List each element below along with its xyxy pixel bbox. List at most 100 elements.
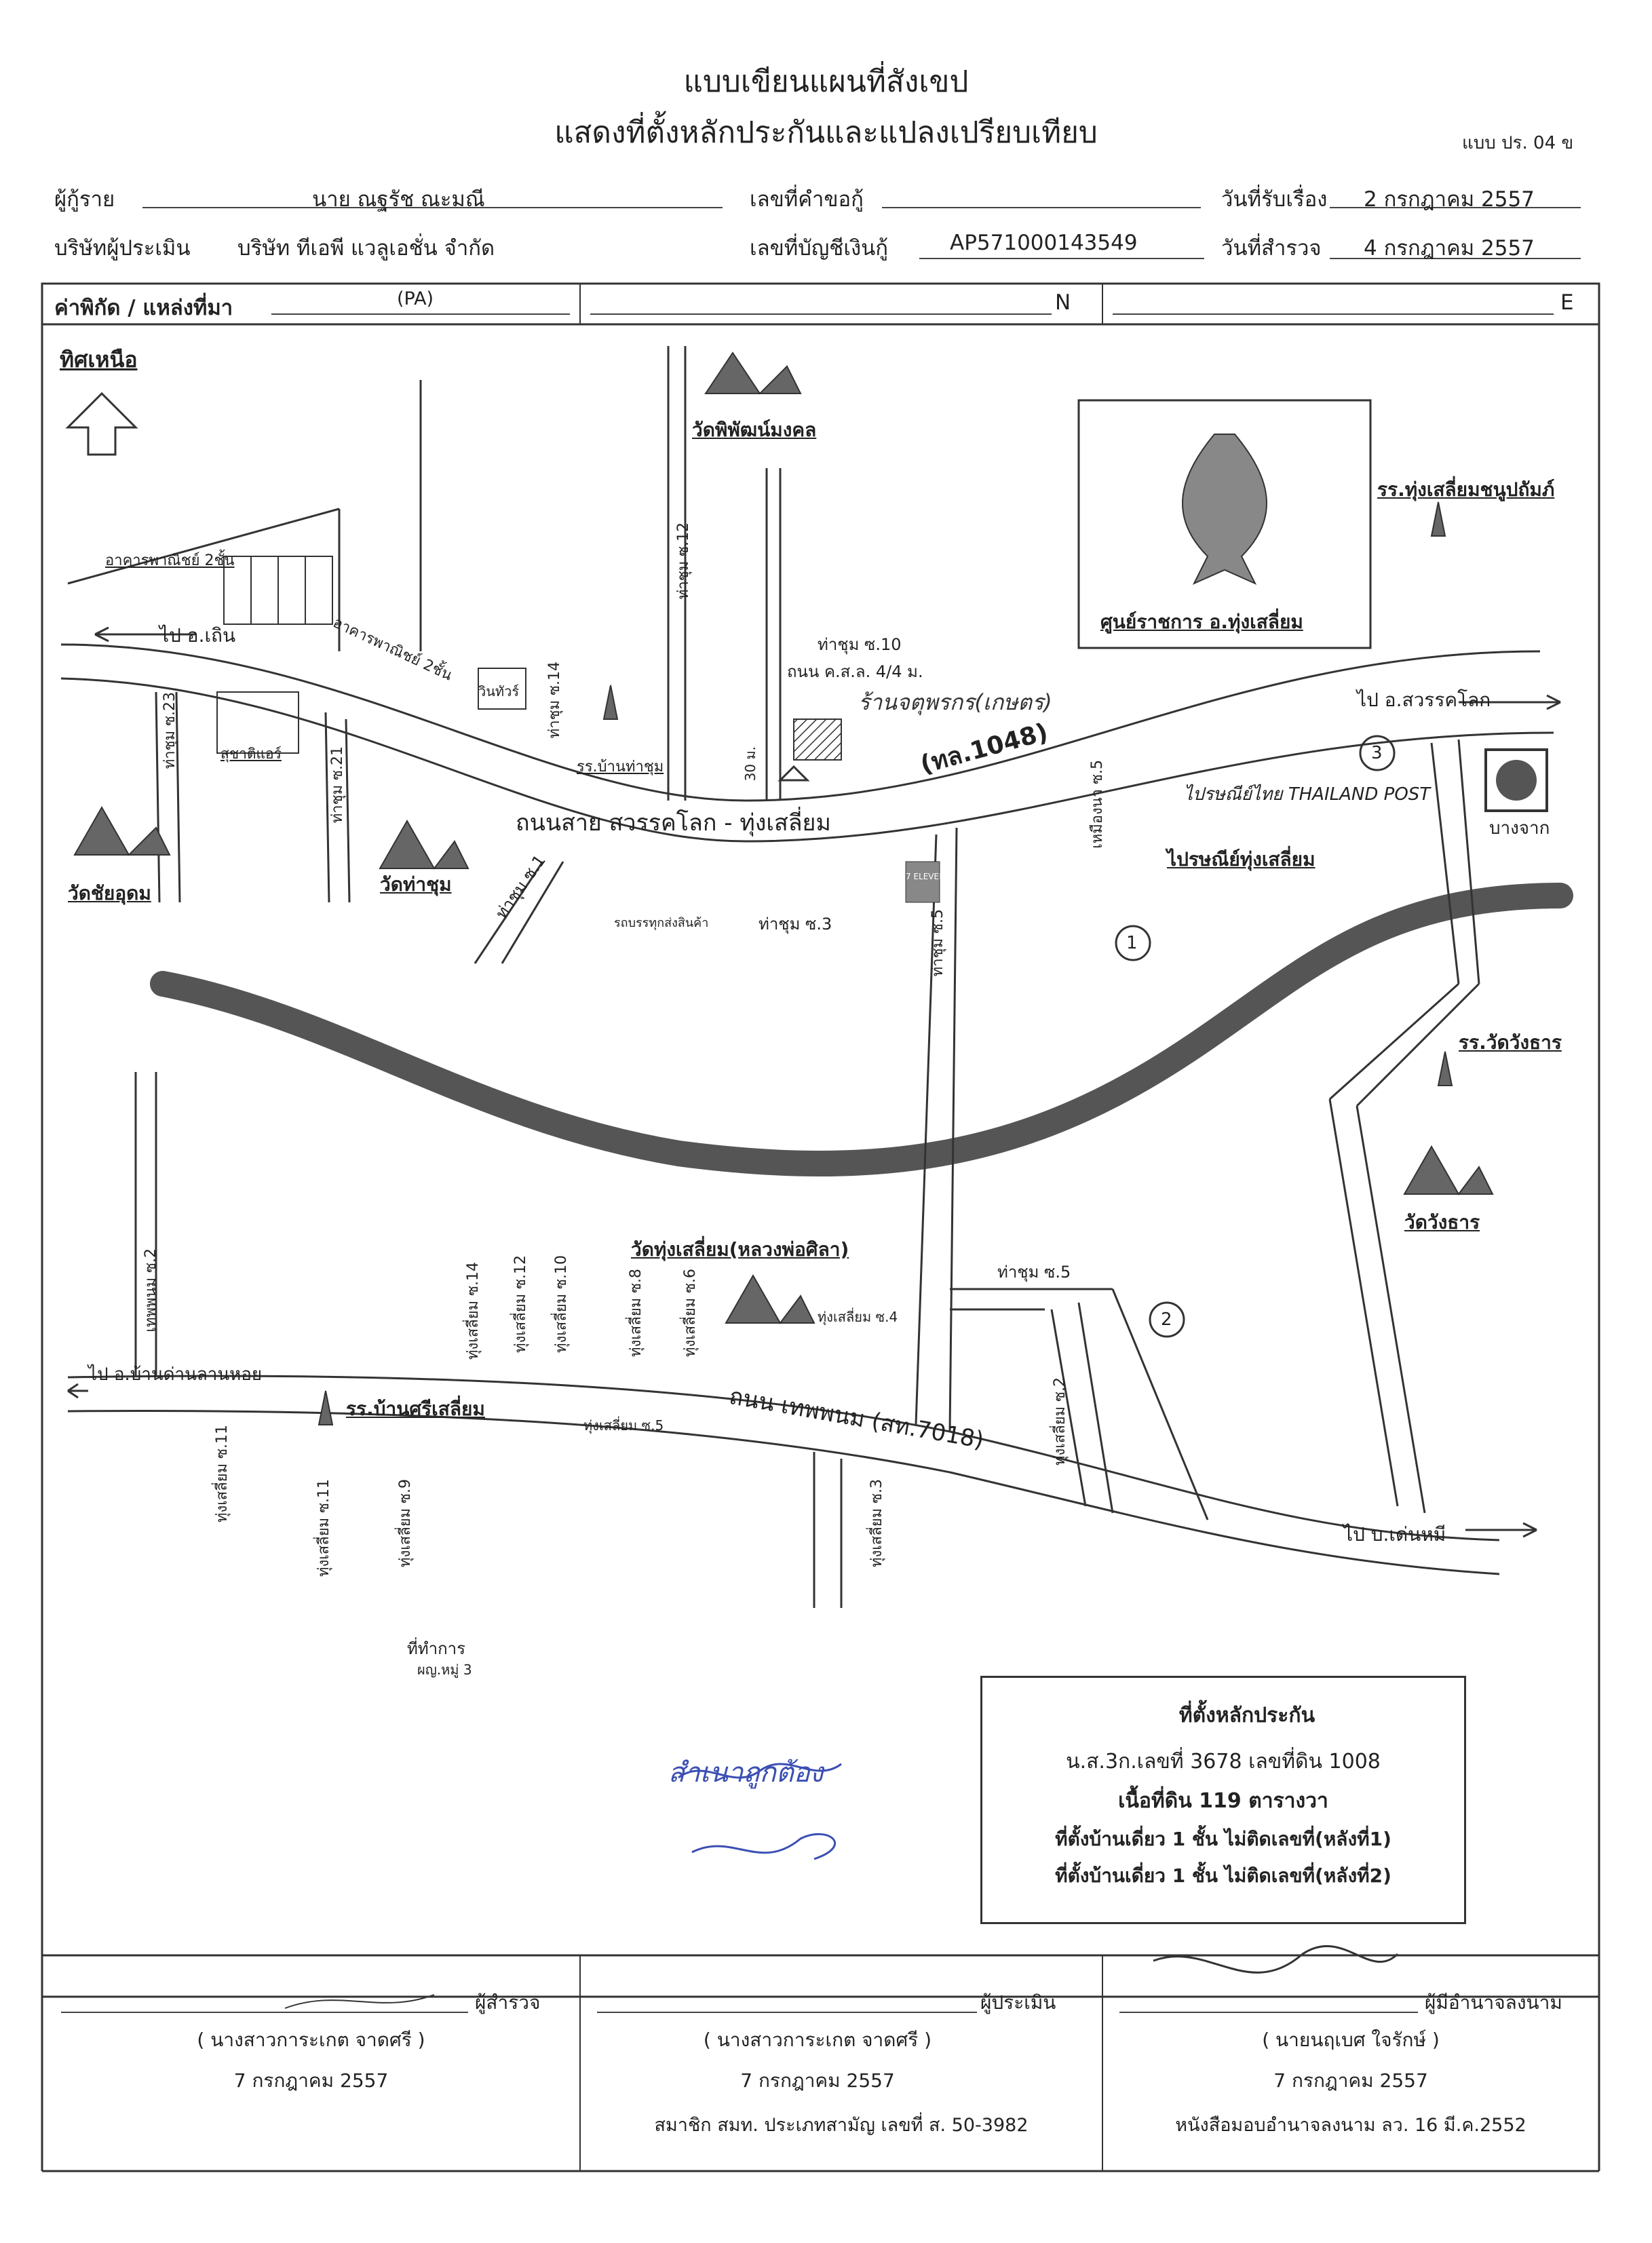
school-wat-wang-than-label: รร.วัดวังธาร [1459,1031,1562,1054]
road-2-diagonal [1111,1288,1209,1520]
surveyor-signature [284,1994,435,2009]
to-sawankhalok-label: ไป อ.สวรรคโลก [1357,689,1491,711]
wat-tha-chum-icon [379,819,469,870]
authority-signature [1153,1944,1399,1974]
authority-name: ( นายนฤเบศ ใจรักษ์ ) [1262,2029,1440,2051]
road-1048-north-edge [60,643,1541,802]
ts-12-label: ทุ่งเสลี่ยม ซ.12 [512,1255,529,1353]
coord-n: N [1055,290,1071,315]
road-sawankhalok-label: ถนนสาย สวรรคโลก - ทุ่งเสลี่ยม [516,809,831,837]
road-east-w [1430,742,1460,984]
authority-letter: หนังสือมอบอำนาจลงนาม ลว. 16 มี.ค.2552 [1175,2115,1526,2136]
thepphanom-2-label: เทพพนม ซ.2 [142,1248,159,1333]
dist-30m-label: 30 ม. [742,746,758,782]
school-ban-si-saliam-label: รร.บ้านศรีเสลี่ยม [346,1398,485,1420]
arrow-to-doen-icon [94,626,197,643]
title-line2: แสดงที่ตั้งหลักประกันและแปลงเปรียบเทียบ [554,115,1098,150]
surveyor-name: ( นางสาวการะเกต จาดศรี ) [197,2029,425,2051]
appraiser-member: สมาชิก สมท. ประเภทสามัญ เลขที่ ส. 50-398… [654,2115,1029,2136]
wat-phiphat-icon [704,351,802,395]
marker-1-circle [1115,925,1151,961]
marker-2: 2 [1161,1309,1172,1330]
arrow-to-den-mi-icon [1465,1522,1537,1538]
house-icon [777,765,810,782]
river [150,883,1573,1176]
bangchak-label: บางจาก [1489,818,1550,839]
wat-thung-saliam-label: วัดทุ่งเสลี่ยม(หลวงพ่อศิลา) [631,1238,849,1261]
wat-phiphat-label: วัดพิพัฒน์มงคล [692,419,817,441]
ts-3-label: ทุ่งเสลี่ยม ซ.3 [868,1479,885,1567]
appraiser-role: ผู้ประเมิน [980,1991,1056,2014]
mueang-na-5-label: เหมืองนา ซ.5 [1089,760,1106,849]
road-tha-chum-23-e [175,691,181,903]
legend-box: ที่ตั้งหลักประกัน น.ส.3ก.เลขที่ 3678 เลข… [980,1676,1466,1924]
form-code: แบบ ปร. 04 ข [1462,133,1574,153]
arrow-to-ban-dan-icon [67,1383,88,1399]
loan-account-label: เลขที่บัญชีเงินกู้ [750,236,889,261]
collateral-plot [793,718,842,761]
suchat-air-building [216,691,299,754]
thailand-post-label: ไปรษณีย์ไทย THAILAND POST [1184,784,1431,805]
suchat-air-label: สุชาติแอร์ [220,746,282,762]
coord-e: E [1560,290,1574,315]
appraiser-date: 7 กรกฎาคม 2557 [740,2069,895,2092]
marker-1: 1 [1126,933,1138,953]
road-east-bend-e [1356,982,1480,1107]
school-flag-icon [318,1390,334,1425]
borrower-label: ผู้กู้ราย [54,187,115,212]
village-3-label: ผญ.หมู่ 3 [417,1662,472,1678]
shop-note-label: ร้านจตุพรกร(เกษตร) [858,689,1052,715]
post-office-label: ไปรษณีย์ทุ่งเสลี่ยม [1167,848,1315,870]
to-ban-den-mi-label: ไป บ.เด่นหมี [1343,1523,1446,1546]
road-tha-chum-21-e [345,718,351,903]
appraiser-company-value: บริษัท ทีเอพี แวลูเอชั่น จำกัด [237,236,495,261]
road-ts-2-e [1077,1302,1114,1514]
road-nw-3 [67,507,340,585]
tha-chum-5-label: ท่าชุม ซ.5 [929,909,946,977]
wat-wang-than-icon [1403,1145,1494,1195]
tha-chum-10-label: ท่าชุม ซ.10 [818,635,902,654]
authority-role: ผู้มีอำนาจลงนาม [1425,1991,1562,2014]
office-label: ที่ทำการ [407,1639,466,1658]
road-7018-north-edge [67,1375,1500,1541]
govt-center-label: ศูนย์ราชการ อ.ทุ่งเสลี่ยม [1100,611,1303,633]
appraiser-name: ( นางสาวการะเกต จาดศรี ) [703,2029,932,2051]
received-date-label: วันที่รับเรื่อง [1221,187,1328,212]
authority-date: 7 กรกฎาคม 2557 [1273,2069,1428,2092]
wat-chai-udom-icon [73,805,171,856]
ts-14-label: ทุ่งเสลี่ยม ซ.14 [465,1262,482,1360]
handwritten-signature [678,1763,842,1779]
handwritten-initials [691,1833,837,1860]
commercial-label: อาคารพาณิชย์ 2ชั้น [105,552,235,569]
marker-3-circle [1359,735,1396,771]
survey-date-value: 4 กรกฎาคม 2557 [1364,236,1535,261]
bangchak-logo-icon [1484,748,1548,812]
bangchak-leaf-icon [1496,760,1537,801]
garuda-emblem-icon [1182,434,1267,586]
to-ban-dan-label: ไป อ.บ้านด่านลานหอย [88,1364,263,1385]
road-ts-2-w [1050,1309,1087,1507]
ts-11-label: ทุ่งเสลี่ยม ซ.11 [214,1425,231,1522]
surveyor-role: ผู้สำรวจ [475,1991,541,2014]
handwritten-note: สำเนาถูกต้อง [668,1757,824,1788]
legend-title: ที่ตั้งหลักประกัน [1178,1704,1315,1727]
tha-chum-3-label: ท่าชุม ซ.3 [758,915,832,934]
road-tha-chum-5-e [948,827,958,1432]
school-flag-icon [602,685,619,720]
ts-5-label: ทุ่งเสลี่ยม ซ.5 [583,1417,664,1434]
legend-house2: ที่ตั้งบ้านเดี่ยว 1 ชั้น ไม่ติดเลขที่(หล… [1055,1864,1391,1887]
road-east-lower-w [1328,1098,1399,1507]
school-flag-icon [1430,501,1446,537]
north-label: ทิศเหนือ [60,347,138,372]
tha-chum-5b-label: ท่าชุม ซ.5 [997,1263,1071,1282]
ts-6-label: ทุ่งเสลี่ยม ซ.6 [682,1269,699,1357]
borrower-value: นาย ณฐรัช ณะมณี [312,187,485,212]
ts-9-label: ทุ่งเสลี่ยม ซ.9 [397,1479,414,1567]
road-ksl-label: ถนน ค.ส.ล. 4/4 ม. [787,662,923,681]
road-tha-chum-5-w [915,834,938,1425]
wat-chai-udom-label: วัดชัยอุดม [68,882,151,904]
road-tha-chum-1-w [474,861,544,964]
wat-thung-saliam-icon [725,1273,815,1324]
tha-chum-12-label: ท่าชุม ซ.12 [675,522,692,600]
survey-date-label: วันที่สำรวจ [1221,236,1322,261]
